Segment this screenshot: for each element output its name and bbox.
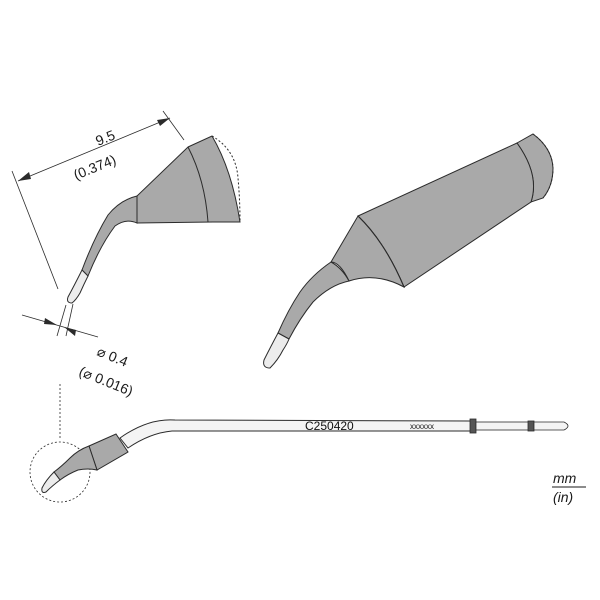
cartridge-rear-pin: [475, 421, 531, 431]
tip-side-view: 9.5 (0.374) ⌀ 0.4 (⌀ 0.016): [11, 110, 241, 399]
cartridge-end-cap: [533, 421, 569, 431]
dia-arrow-1: [44, 318, 57, 325]
diameter-mm-label: ⌀ 0.4: [95, 343, 131, 370]
cartridge-band-1: [469, 418, 477, 434]
tip-cone: [81, 195, 138, 277]
dim-arrow-left: [18, 172, 31, 181]
iso-break-line: [532, 133, 554, 199]
tip-body: [134, 135, 241, 224]
tip-point: [67, 269, 89, 304]
dia-dim-line: [21, 314, 99, 338]
dim-ext-line-left: [11, 170, 59, 290]
dia-ext-line-1: [56, 304, 67, 337]
dia-arrow-2: [64, 327, 76, 336]
part-number-label: C250420: [305, 419, 354, 433]
unit-mm-label: mm: [553, 470, 577, 486]
units-legend: mm (in): [552, 470, 586, 505]
cartridge-shaft: [119, 419, 473, 449]
cartridge-band-2: [527, 420, 535, 432]
dim-ext-line-top: [162, 110, 185, 141]
iso-tip-point: [263, 332, 290, 369]
cartridge-full-view: C250420 xxxxxx: [29, 384, 569, 503]
tip-isometric-view: [263, 133, 554, 369]
serial-marking-label: xxxxxx: [410, 422, 434, 431]
dim-line-length: [17, 117, 171, 182]
iso-bent-section: [277, 261, 350, 340]
iso-cone-shade: [357, 215, 405, 288]
dim-arrow-right: [157, 118, 170, 126]
cartridge-cone: [53, 445, 98, 481]
diameter-in-label: (⌀ 0.016): [77, 363, 136, 399]
tip-body-seam: [187, 146, 209, 223]
detail-circle: [29, 441, 91, 503]
length-mm-label: 9.5: [93, 127, 117, 149]
dia-ext-line-2: [65, 303, 74, 337]
cartridge-tip-point: [41, 471, 61, 493]
unit-in-label: (in): [553, 489, 573, 505]
